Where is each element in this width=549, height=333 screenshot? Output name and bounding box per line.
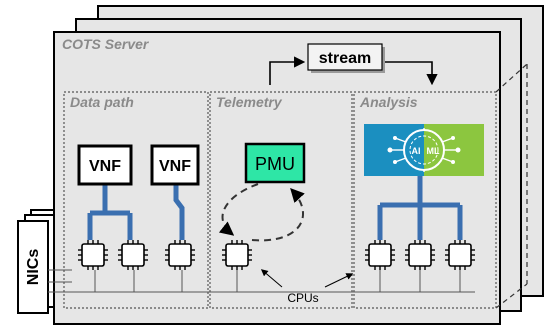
pmu-label: PMU bbox=[255, 154, 295, 174]
stream-arrow-in bbox=[269, 56, 306, 85]
cpus-arrow-right bbox=[324, 273, 354, 288]
ml-label: ML bbox=[427, 146, 440, 156]
analysis-links bbox=[377, 176, 463, 240]
cpu-chip-5 bbox=[364, 239, 396, 271]
ai-label: AI bbox=[412, 146, 421, 156]
vnf-box-right bbox=[150, 144, 200, 186]
data-path-links bbox=[87, 176, 185, 240]
telemetry-loop-down bbox=[218, 183, 259, 236]
vnf-label-right: VNF bbox=[159, 158, 191, 175]
cpu-chip-6 bbox=[404, 239, 436, 271]
stream-arrow-out bbox=[383, 61, 438, 86]
telemetry-loop-up bbox=[251, 187, 305, 242]
nic-card-front bbox=[17, 220, 49, 314]
cpu-chip-1 bbox=[77, 239, 109, 271]
cpu-chip-4 bbox=[221, 239, 253, 271]
nics-label: NICs bbox=[25, 249, 42, 286]
projection-line-top bbox=[495, 63, 528, 93]
cpu-chip-7 bbox=[444, 239, 476, 271]
section-data-path bbox=[63, 91, 209, 309]
vnf-box-left bbox=[77, 144, 133, 186]
pmu-box bbox=[244, 142, 306, 184]
ai-ml-badge bbox=[364, 124, 484, 176]
nic-bus bbox=[48, 269, 475, 293]
section-label-telemetry: Telemetry bbox=[216, 94, 283, 110]
cpus-arrow-left bbox=[260, 269, 283, 288]
section-analysis bbox=[353, 91, 497, 309]
section-label-data-path: Data path bbox=[70, 94, 134, 110]
section-label-analysis: Analysis bbox=[359, 94, 418, 110]
cpu-chip-3 bbox=[164, 239, 196, 271]
cpus-label: CPUs bbox=[287, 291, 318, 305]
cpu-chip-2 bbox=[117, 239, 149, 271]
projection-line-bottom bbox=[495, 283, 528, 309]
stream-box bbox=[307, 43, 383, 71]
stream-label: stream bbox=[319, 50, 371, 67]
section-telemetry bbox=[209, 91, 353, 309]
vnf-label-left: VNF bbox=[89, 158, 121, 175]
server-title: COTS Server bbox=[62, 36, 150, 52]
